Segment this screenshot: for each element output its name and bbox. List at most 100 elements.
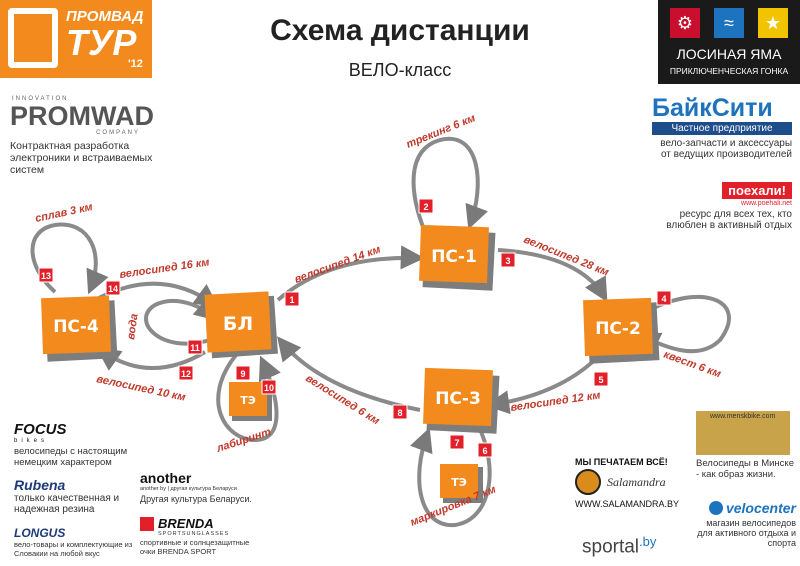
longus-block: LONGUS вело-товары и комплектующие из Сл…	[14, 526, 142, 558]
rubena-logo: Rubena	[14, 477, 66, 493]
edge-label-8: велосипед 6 км	[303, 372, 381, 427]
node-te1: ТЭ	[229, 382, 272, 421]
node-ps2-box	[583, 297, 653, 357]
poehali-url: www.poehali.net	[741, 200, 792, 207]
node-te2-label: ТЭ	[451, 476, 467, 489]
marker-4: 4	[656, 290, 672, 306]
promwad-top: INNOVATION	[12, 96, 69, 102]
marker-12-label: 12	[181, 369, 191, 379]
node-te1-box	[229, 382, 267, 416]
another-block: another another by | другая культура Бел…	[140, 470, 255, 504]
node-ps4-box	[41, 295, 111, 355]
salamander-icon	[575, 469, 601, 495]
marker-5-label: 5	[598, 375, 603, 385]
page-title: Схема дистанции	[270, 14, 530, 47]
marker-2: 2	[418, 198, 434, 214]
marker-1: 1	[284, 291, 300, 307]
race-subtitle: ПРИКЛЮЧЕНЧЕСКАЯ ГОНКА	[669, 66, 789, 76]
node-bl: БЛ	[204, 291, 278, 359]
bike-icon: ⚙	[670, 8, 700, 38]
marker-3: 3	[500, 252, 516, 268]
node-ps4: ПС-4	[41, 295, 118, 362]
node-ps3-label: ПС-3	[435, 389, 481, 409]
marker-1-label: 1	[289, 295, 294, 305]
marker-8-label: 8	[397, 408, 402, 418]
marker-13: 13	[38, 267, 54, 283]
brenda-logo: BRENDA	[158, 516, 214, 531]
node-ps3-box	[423, 367, 493, 427]
node-te2: ТЭ	[440, 464, 483, 503]
edge-label-14: велосипед 16 км	[119, 256, 211, 281]
route-9	[216, 353, 281, 443]
velocenter-desc: магазин велосипедов для активного отдыха…	[697, 518, 796, 548]
salamandra-url: WWW.SALAMANDRA.BY	[575, 499, 680, 509]
node-bl-label: БЛ	[223, 313, 253, 335]
longus-desc: вело-товары и комплектующие из Словакии …	[14, 540, 133, 558]
edge-label-1: велосипед 14 км	[293, 244, 382, 286]
marker-2-label: 2	[423, 202, 428, 212]
menskbike-block: www.menskbike.com Велосипеды в Минске - …	[696, 411, 796, 480]
another-desc: Другая культура Беларуси.	[140, 494, 252, 504]
marker-7: 7	[449, 434, 465, 450]
route-11	[144, 296, 219, 346]
sportal-block: sportal.by	[582, 534, 656, 558]
node-ps2-label: ПС-2	[595, 319, 641, 339]
run-icon: ★	[758, 8, 788, 38]
marker-6-label: 6	[482, 446, 487, 456]
another-logo: another	[140, 470, 192, 486]
promwad-bottom: COMPANY	[96, 130, 140, 136]
brenda-sub: SPORTSUNGLASSES	[158, 531, 230, 537]
node-ps2: ПС-2	[583, 297, 660, 364]
marker-11: 11	[187, 339, 203, 355]
marker-9: 9	[235, 365, 251, 381]
menskbike-desc: Велосипеды в Минске - как образ жизни.	[696, 458, 794, 480]
node-te2-box	[440, 464, 478, 498]
route-13	[30, 222, 109, 295]
poehali-desc: ресурс для всех тех, кто влюблен в актив…	[666, 209, 792, 231]
brenda-block: BRENDA SPORTSUNGLASSES спортивные и солн…	[140, 516, 265, 556]
marker-14: 14	[105, 280, 121, 296]
node-ps3: ПС-3	[423, 367, 500, 434]
brenda-mark-icon	[140, 516, 154, 531]
node-ps1-label: ПС-1	[431, 247, 477, 267]
logo-year: '12	[128, 58, 143, 70]
sportal-suffix: .by	[639, 534, 657, 549]
page-subtitle: ВЕЛО-класс	[348, 60, 452, 80]
salamandra-block: МЫ ПЕЧАТАЕМ ВСЁ! Salamandra WWW.SALAMAND…	[575, 457, 685, 509]
menskbike-photo: www.menskbike.com	[696, 411, 790, 455]
marker-10: 10	[261, 379, 277, 395]
node-ps1-box	[419, 224, 489, 284]
logo-s-mark	[8, 8, 58, 68]
marker-9-label: 9	[240, 369, 245, 379]
brenda-desc: спортивные и солнцезащитные очки BRENDA …	[140, 538, 250, 556]
marker-8: 8	[392, 404, 408, 420]
race-banner: ⚙ ≈ ★ ЛОСИНАЯ ЯМА ПРИКЛЮЧЕНЧЕСКАЯ ГОНКА	[658, 0, 800, 84]
logo-word-2: ТУР	[66, 22, 137, 63]
salamandra-logo: Salamandra	[607, 474, 666, 489]
marker-6: 6	[477, 442, 493, 458]
focus-block: FOCUS bikes велосипеды с настоящим немец…	[14, 422, 139, 469]
bikecity-logo: БайкСити	[652, 94, 773, 122]
rubena-desc: только качественная и надежная резина	[14, 493, 120, 515]
node-te1-label: ТЭ	[240, 394, 256, 407]
edge-label-4: квест 6 км	[662, 349, 723, 381]
marker-7-label: 7	[454, 438, 459, 448]
marker-10-label: 10	[264, 383, 274, 393]
focus-sub: bikes	[14, 438, 49, 444]
promwad-logo: PROMWAD	[10, 101, 154, 131]
route-4	[635, 294, 731, 355]
marker-5: 5	[593, 371, 609, 387]
poehali-block: поехали! www.poehali.net ресурс для всех…	[648, 182, 792, 231]
node-ps4-label: ПС-4	[53, 317, 99, 337]
velocenter-icon	[708, 501, 723, 515]
velocenter-block: velocenter магазин велосипедов для актив…	[690, 500, 796, 548]
route-6	[410, 424, 492, 528]
edge-label-13: сплав 3 км	[34, 201, 94, 225]
edge-label-11: вода	[125, 313, 141, 340]
node-ps1: ПС-1	[419, 224, 496, 291]
markers: 1 2 3 4 5 6 7 8 9 10 11 12 13 14	[38, 198, 672, 458]
marker-3-label: 3	[505, 256, 510, 266]
another-sub: another by | другая культура Беларуси	[140, 486, 237, 492]
edge-label-12: велосипед 10 км	[95, 373, 186, 404]
